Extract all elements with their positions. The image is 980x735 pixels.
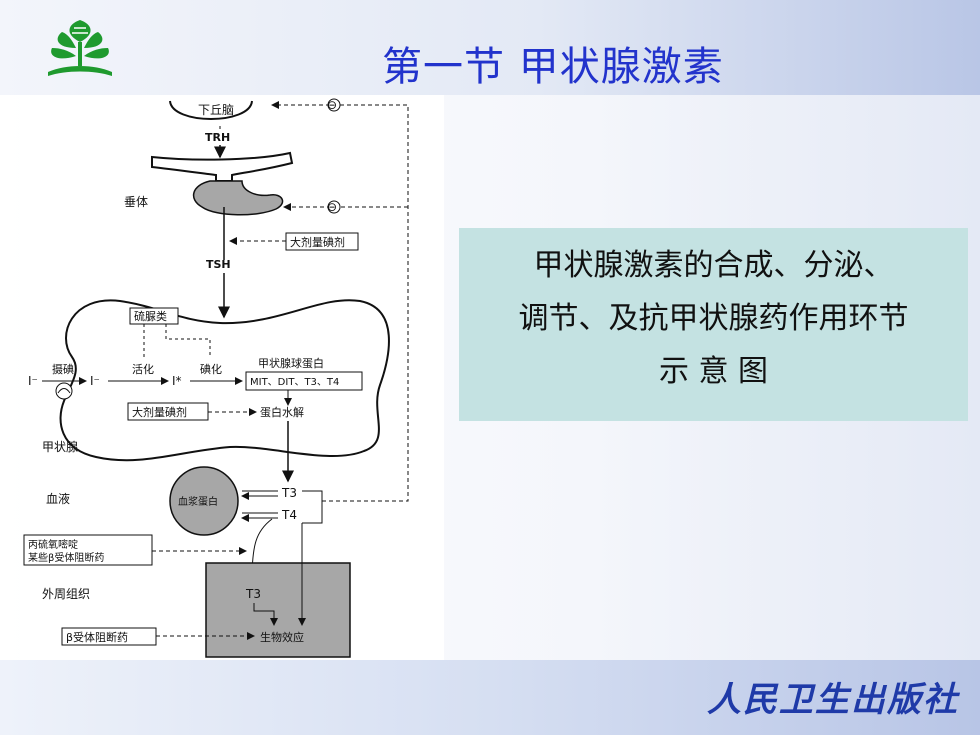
header-band bbox=[0, 0, 980, 95]
t3-tissue-label: T3 bbox=[245, 587, 261, 601]
high-iodine-label-1: 大剂量碘剂 bbox=[290, 235, 345, 249]
uptake-label: 摄碘 bbox=[52, 362, 74, 376]
high-iodine-label-2: 大剂量碘剂 bbox=[132, 405, 187, 419]
trh-label: TRH bbox=[205, 131, 230, 144]
t4-blood-label: T4 bbox=[281, 508, 297, 522]
publisher-logo: 人民卫生出版社 bbox=[707, 680, 959, 720]
thyroid-diagram: 下丘脑 TRH 垂体 TSH 大剂量碘剂 ⊖ ⊖ 硫脲类 摄碘 活化 碘化 甲状… bbox=[20, 95, 444, 660]
thioureas-inhibit-lines bbox=[143, 324, 211, 357]
caption-line-1: 甲状腺激素的合成、分泌、 bbox=[533, 248, 894, 283]
iodination-label: 碘化 bbox=[200, 362, 222, 376]
caption-box: 甲状腺激素的合成、分泌、 调节、及抗甲状腺药作用环节 示 意 图 bbox=[459, 228, 968, 421]
active-iodine: I* bbox=[172, 374, 182, 388]
plasma-protein-label: 血浆蛋白 bbox=[178, 495, 218, 508]
mit-label: MIT、DIT、T3、T4 bbox=[250, 377, 339, 388]
minus-icon: ⊖ bbox=[327, 200, 337, 214]
iodide-pump-icon bbox=[55, 382, 73, 400]
mit-box bbox=[245, 371, 363, 391]
thioureas-label: 硫脲类 bbox=[134, 309, 167, 323]
iodide-outside: I⁻ bbox=[28, 374, 38, 388]
beta-blocker-some-label: 某些β受体阻断药 bbox=[28, 551, 104, 564]
pituitary-shape bbox=[192, 180, 284, 216]
iodide-inside: I⁻ bbox=[90, 374, 100, 388]
t3-blood-label: T3 bbox=[281, 486, 297, 500]
peripheral-tissue-label: 外周组织 bbox=[42, 587, 90, 601]
pituitary-label: 垂体 bbox=[124, 195, 148, 209]
activation-label: 活化 bbox=[132, 362, 154, 376]
tsh-label: TSH bbox=[206, 258, 231, 271]
caption-line-2: 调节、及抗甲状腺药作用环节 bbox=[518, 301, 909, 336]
feedback-line bbox=[271, 101, 409, 502]
minus-icon: ⊖ bbox=[327, 98, 337, 112]
blood-label: 血液 bbox=[46, 491, 70, 506]
hypothalamus-shape bbox=[169, 100, 253, 120]
thioureas-box bbox=[129, 307, 179, 325]
hypothalamus-label: 下丘脑 bbox=[198, 103, 234, 117]
leaf-logo-icon bbox=[48, 20, 112, 76]
proteolysis-label: 蛋白水解 bbox=[260, 405, 304, 419]
slide-title: 第一节 甲状腺激素 bbox=[382, 44, 724, 90]
bio-effect-label: 生物效应 bbox=[260, 630, 304, 644]
peripheral-tissue-box bbox=[205, 562, 351, 658]
thyroid-label: 甲状腺 bbox=[42, 440, 78, 454]
ptu-box bbox=[23, 534, 153, 566]
footer-band bbox=[0, 660, 980, 735]
thyroglobulin-label: 甲状腺球蛋白 bbox=[258, 356, 324, 370]
pituitary-stalk bbox=[151, 151, 294, 182]
caption-line-3: 示 意 图 bbox=[658, 354, 769, 389]
ptu-label: 丙硫氧嘧啶 bbox=[28, 538, 78, 551]
beta-blocker-label: β受体阻断药 bbox=[66, 630, 128, 644]
